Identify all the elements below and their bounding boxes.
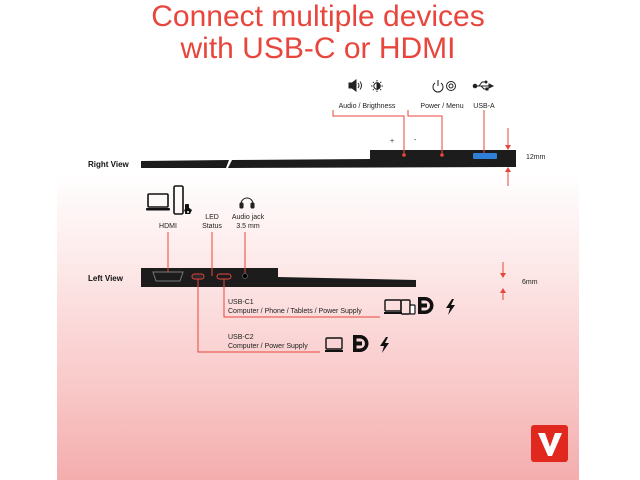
right-view-title: Right View [88,160,129,169]
audio-jack-label-line-2: 3.5 mm [236,223,260,230]
headline-line-2: with USB-C or HDMI [180,32,456,65]
speaker-icon [348,79,362,92]
usb-icon [472,80,495,91]
power-menu-callout [407,110,443,155]
usb-c1-title: USB-C1 [228,299,254,306]
right-view-thickness: 12mm [526,154,546,161]
left-view-thickness: 6mm [522,279,538,286]
usb-c2-callout [197,279,320,353]
right-view-body-left-section [141,160,229,168]
plus-label: + [390,138,395,145]
brightness-icon [371,80,383,92]
headphones-icon [239,197,255,209]
usb-c2-devices: Computer / Power Supply [228,343,308,350]
laptop-icon [146,193,170,211]
hdmi-port [152,271,184,282]
audio-jack-label-line-1: Audio jack [231,214,265,221]
audio-jack-port [242,273,248,279]
lightning-icon [380,337,389,353]
displayport-icon [353,335,369,352]
laptop-icon [325,337,343,352]
settings-icon [446,81,456,91]
led-label-line-1: LED [205,214,219,221]
minus-label: - [414,137,417,144]
hdmi-label: HDMI [159,223,177,230]
right-view-body-right-section [228,150,516,168]
audio-brightness-callout [332,110,405,155]
left-view-title: Left View [88,274,123,283]
brand-logo [531,425,568,462]
led-label-line-2: Status [202,223,222,230]
left-margin [0,0,57,480]
usb-c2-title: USB-C2 [228,334,254,341]
phone-tablet-icon [400,299,416,315]
lightning-icon [446,299,455,315]
audio-brightness-label: Audio / Brigthness [338,103,396,110]
usb-a-port [473,153,497,159]
phone-tablet-icon [173,185,192,215]
left-view-body [141,268,416,287]
power-menu-label: Power / Menu [420,103,464,110]
displayport-icon [418,297,434,314]
usb-c1-devices: Computer / Phone / Tablets / Power Suppl… [228,308,362,315]
right-margin [579,0,640,480]
usb-a-label: USB-A [473,103,495,110]
headline-line-1: Connect multiple devices [151,0,485,33]
usb-c-port-2 [193,275,203,278]
usb-c1-callout [223,279,380,318]
laptop-icon [384,299,402,314]
power-icon [432,80,444,93]
